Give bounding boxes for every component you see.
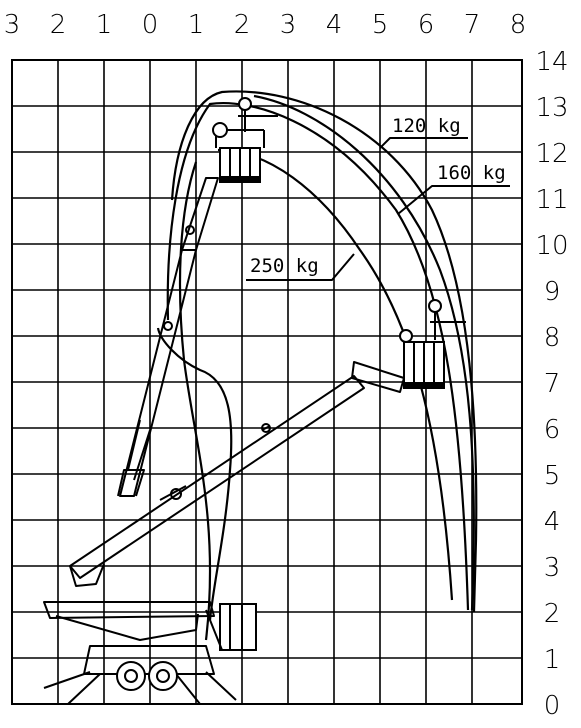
- right-axis-labels: 14 13 12 11 10 9 8 7 6 5 4 3 2 1 0: [535, 47, 568, 721]
- right-tick-label: 14: [535, 47, 568, 77]
- right-tick-label: 3: [544, 553, 561, 583]
- right-tick-label: 6: [544, 415, 561, 445]
- top-tick-label: 2: [234, 10, 251, 40]
- right-tick-label: 8: [544, 323, 561, 353]
- load-label-text: 120 kg: [392, 115, 461, 137]
- leader-line: [379, 137, 468, 149]
- right-tick-label: 5: [544, 461, 561, 491]
- top-tick-label: 2: [50, 10, 67, 40]
- top-tick-label: 1: [188, 10, 205, 40]
- leader-line: [246, 253, 355, 281]
- right-tick-label: 9: [544, 277, 561, 307]
- top-tick-label: 3: [280, 10, 297, 40]
- boom-upper-position: [117, 177, 219, 497]
- top-tick-label: 1: [96, 10, 113, 40]
- envelope-160kg-curve: [166, 102, 470, 611]
- load-label-250: 250 kg: [246, 253, 355, 281]
- machine-stowed: [43, 601, 257, 705]
- boom-extended-position: [69, 361, 405, 587]
- right-tick-label: 10: [535, 231, 568, 261]
- right-tick-label: 0: [544, 691, 561, 721]
- leader-line: [397, 185, 510, 215]
- load-label-text: 160 kg: [437, 162, 506, 184]
- left-envelope-curve: [178, 161, 212, 641]
- load-label-160: 160 kg: [397, 162, 510, 215]
- inner-reach-curve: [217, 148, 454, 601]
- top-tick-label: 4: [326, 10, 343, 40]
- top-tick-label: 0: [142, 10, 159, 40]
- grid: [11, 59, 523, 705]
- right-tick-label: 13: [535, 93, 568, 123]
- envelope-250kg-curve: [156, 327, 233, 621]
- load-label-120: 120 kg: [379, 115, 468, 149]
- right-tick-label: 12: [535, 139, 568, 169]
- grid-horizontal-lines: [12, 105, 522, 659]
- top-tick-label: 5: [372, 10, 389, 40]
- envelope-120kg-curve: [170, 90, 478, 613]
- top-axis-labels: 3 2 1 0 1 2 3 4 5 6 7 8: [4, 10, 527, 40]
- right-tick-label: 2: [544, 599, 561, 629]
- top-tick-label: 7: [464, 10, 481, 40]
- extended-operator: [428, 299, 466, 340]
- top-tick-label: 8: [510, 10, 527, 40]
- load-label-text: 250 kg: [250, 255, 319, 277]
- right-tick-label: 4: [544, 507, 561, 537]
- wheels: [116, 661, 178, 691]
- upper-basket: [212, 122, 265, 183]
- extended-basket: [399, 329, 445, 389]
- upper-operator: [238, 97, 278, 132]
- working-envelope: [156, 90, 478, 641]
- top-tick-label: 3: [4, 10, 21, 40]
- top-tick-label: 6: [418, 10, 435, 40]
- right-tick-label: 7: [544, 369, 561, 399]
- right-tick-label: 1: [544, 645, 561, 675]
- outer-reach-curve: [253, 94, 475, 611]
- right-tick-label: 11: [535, 185, 568, 215]
